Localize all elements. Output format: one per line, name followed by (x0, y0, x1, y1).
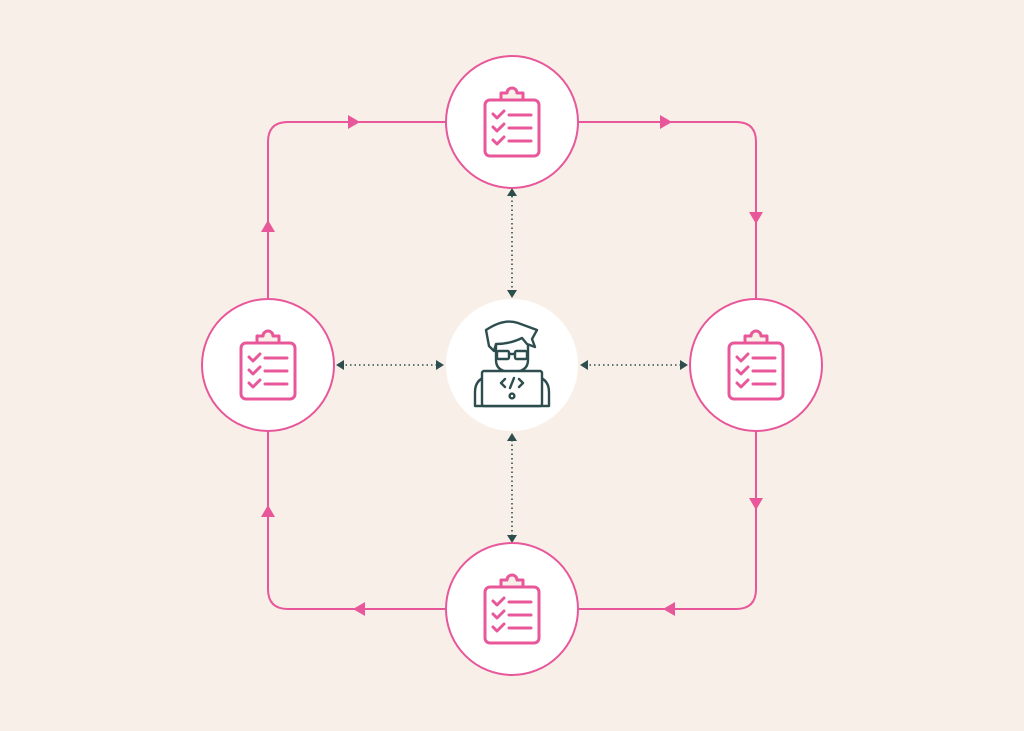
connector-bottom-to-left (267, 432, 446, 610)
arrow-right-top-left (348, 115, 360, 129)
arrow-down-right-upper (749, 212, 763, 224)
connector-right-to-bottom (578, 432, 757, 610)
arrow-up-left-upper (261, 220, 275, 232)
center-link-arrowheads (336, 188, 688, 543)
node-bottom (445, 542, 579, 676)
cycle-connectors (267, 121, 757, 610)
node-top (445, 55, 579, 189)
developer-laptop-icon (473, 320, 551, 408)
arrow-left-bottom-left (353, 602, 365, 616)
node-right (689, 298, 823, 432)
center-links (341, 196, 683, 536)
arrow-up-left-lower (261, 505, 275, 517)
connector-left-to-top (267, 121, 446, 298)
node-left (201, 298, 335, 432)
arrow-right-top-right (660, 115, 672, 129)
cycle-arrowheads (261, 115, 763, 616)
arrow-down-right-lower (749, 498, 763, 510)
arrow-left-bottom-right (663, 602, 675, 616)
node-center (446, 299, 578, 431)
connector-top-to-right (578, 121, 757, 298)
